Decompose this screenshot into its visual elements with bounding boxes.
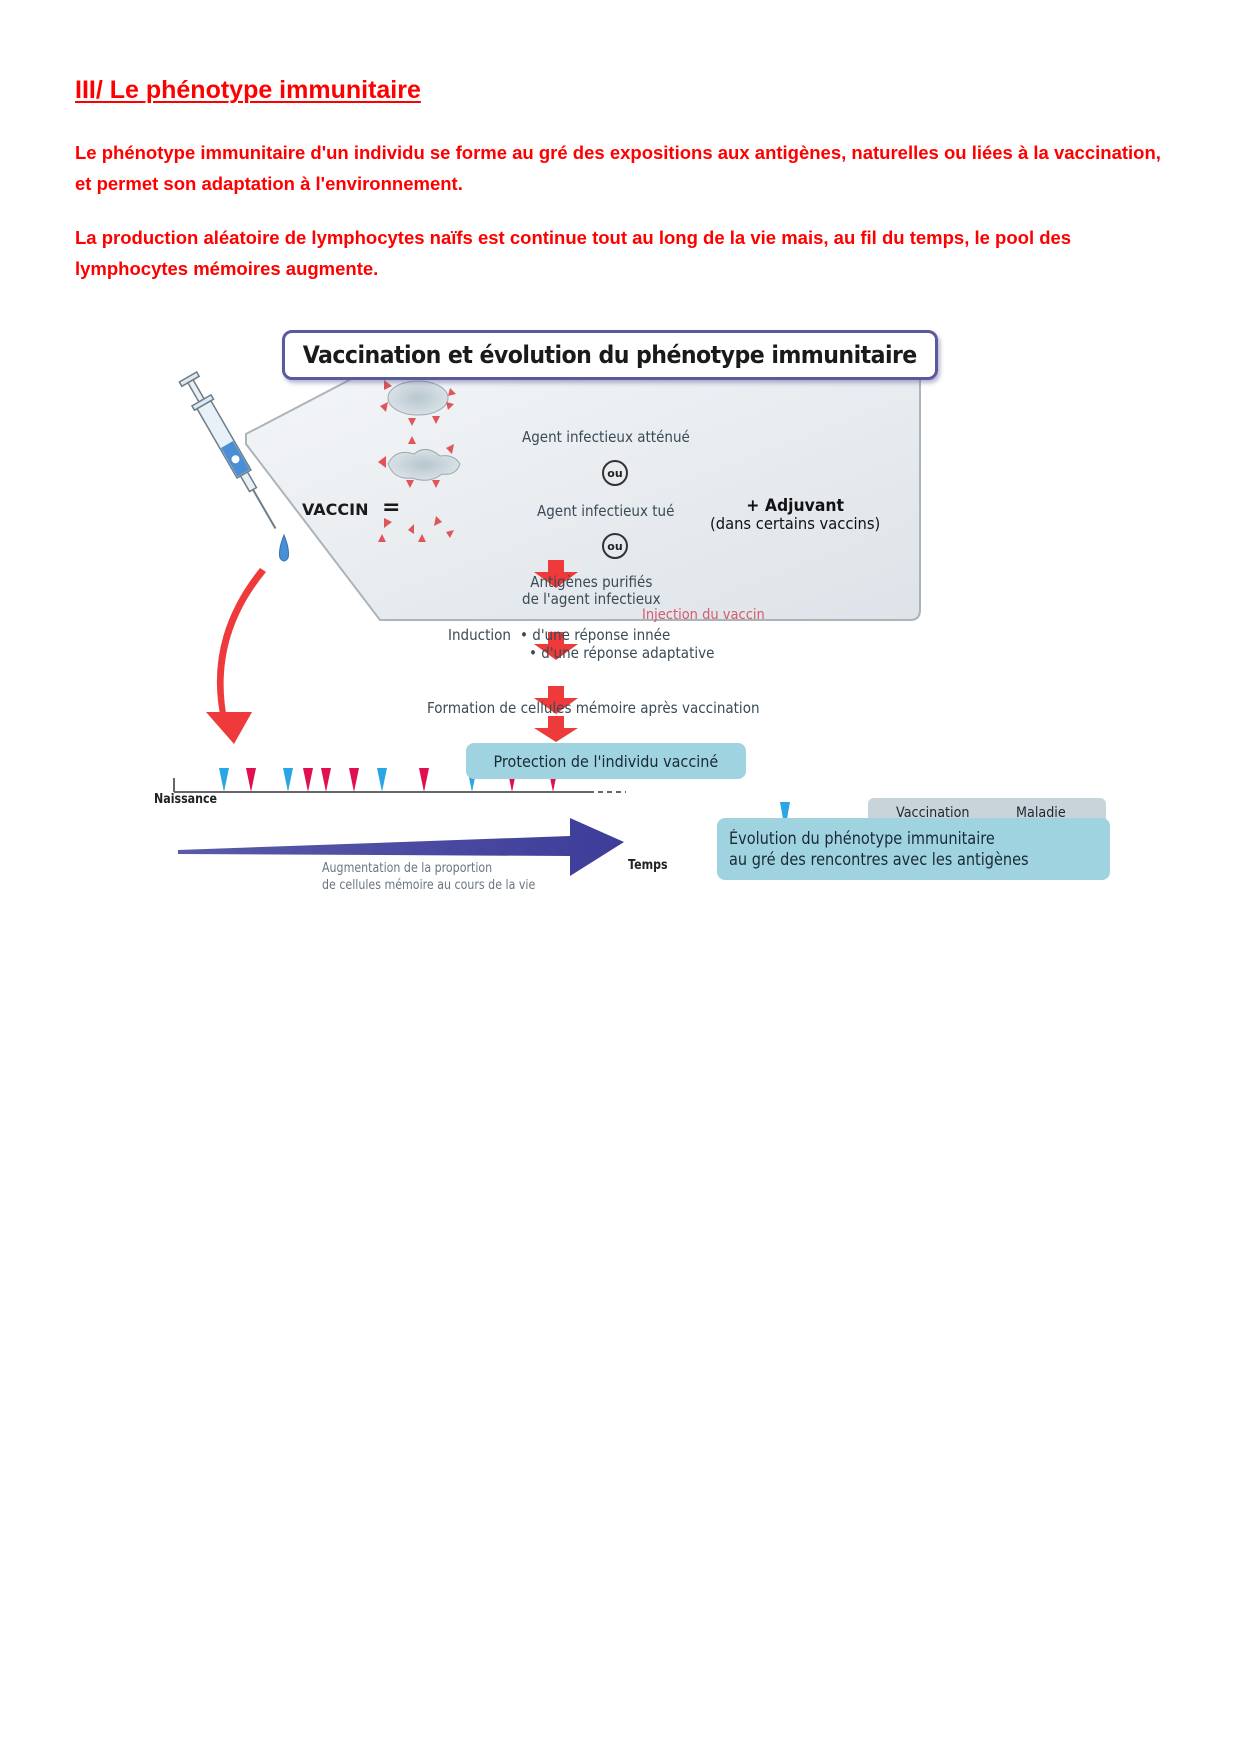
adjuvant-detail: (dans certains vaccins)	[710, 514, 881, 533]
arrow-down-icon	[534, 632, 578, 660]
timeline-marker-maladie	[246, 768, 256, 792]
option-purified-antigens: Antigènes purifiés de l'agent infectieux	[522, 574, 661, 608]
memory-formation-label: Formation de cellules mémoire après vacc…	[427, 699, 760, 717]
timeline-marker-maladie	[419, 768, 429, 792]
induction-adaptive: • d'une réponse adaptative	[529, 644, 715, 662]
timeline-start-label: Naissance	[154, 792, 218, 807]
vaccination-figure: Vaccination et évolution du phénotype im…	[150, 320, 1110, 1020]
legend-maladie-label: Maladie	[1016, 805, 1066, 821]
evolution-line2: au gré des rencontres avec les antigènes	[729, 850, 1029, 869]
augmentation-line2: de cellules mémoire au cours de la vie	[322, 878, 536, 893]
timeline-axis	[173, 778, 626, 793]
timeline-marker-vaccination	[219, 768, 229, 792]
paragraph-lymphocytes: La production aléatoire de lymphocytes n…	[75, 227, 1072, 279]
killed-agent-icon	[378, 436, 461, 488]
evolution-text: Évolution du phénotype immunitaire au gr…	[729, 828, 1029, 870]
syringe-icon	[178, 370, 277, 530]
legend-item-vaccination: Vaccination	[878, 805, 980, 821]
blue-arrow-icon	[178, 818, 624, 876]
arrow-down-icon	[534, 560, 578, 588]
timeline-marker-vaccination	[283, 768, 293, 792]
timeline-marker-maladie	[349, 768, 359, 792]
evolution-line1: Évolution du phénotype immunitaire	[729, 829, 995, 848]
legend-vaccination-label: Vaccination	[896, 805, 970, 821]
option-purified-antigens-line2: de l'agent infectieux	[522, 590, 661, 608]
timeline-end-label: Temps	[628, 858, 668, 873]
legend-item-maladie: Maladie	[998, 805, 1072, 821]
induction-innate: • d'une réponse innée	[520, 626, 671, 644]
adjuvant-label: + Adjuvant	[746, 496, 845, 516]
evolution-box: Évolution du phénotype immunitaire au gr…	[717, 818, 1110, 880]
option-attenuated-agent: Agent infectieux atténué	[522, 428, 690, 446]
augmentation-line1: Augmentation de la proportion	[322, 861, 493, 876]
vaccine-label: VACCIN	[302, 500, 369, 519]
timeline-marker-maladie	[303, 768, 313, 792]
protection-box: Protection de l'individu vacciné	[466, 743, 746, 779]
option-purified-antigens-line1: Antigènes purifiés	[530, 573, 653, 591]
timeline-marker-maladie	[321, 768, 331, 792]
figure-title: Vaccination et évolution du phénotype im…	[302, 341, 918, 369]
drop-icon	[279, 533, 289, 562]
timeline-marker-vaccination	[377, 768, 387, 792]
or-badge: ou	[602, 533, 628, 559]
equals-sign: =	[382, 495, 401, 520]
legend-vaccination-icon	[780, 802, 790, 830]
section-title: III/ Le phénotype immunitaire	[75, 76, 421, 104]
arrow-down-icon	[534, 716, 578, 742]
figure-graphics	[173, 363, 921, 876]
figure-title-box: Vaccination et évolution du phénotype im…	[282, 330, 938, 380]
injection-label: Injection du vaccin	[642, 607, 765, 623]
induction-label: Induction	[448, 626, 511, 644]
arrow-down-icon	[534, 686, 578, 714]
paragraph-phenotype: Le phénotype immunitaire d'un individu s…	[75, 142, 1161, 194]
curved-arrow-icon	[216, 568, 266, 724]
option-killed-agent: Agent infectieux tué	[537, 502, 675, 520]
augmentation-caption: Augmentation de la proportion de cellule…	[322, 860, 535, 894]
adjuvant-note: + Adjuvant (dans certains vaccins)	[710, 496, 881, 533]
or-badge: ou	[602, 460, 628, 486]
antigens-icon	[378, 516, 454, 542]
curved-arrow-head-icon	[206, 712, 252, 744]
protection-label: Protection de l'individu vacciné	[493, 751, 719, 771]
